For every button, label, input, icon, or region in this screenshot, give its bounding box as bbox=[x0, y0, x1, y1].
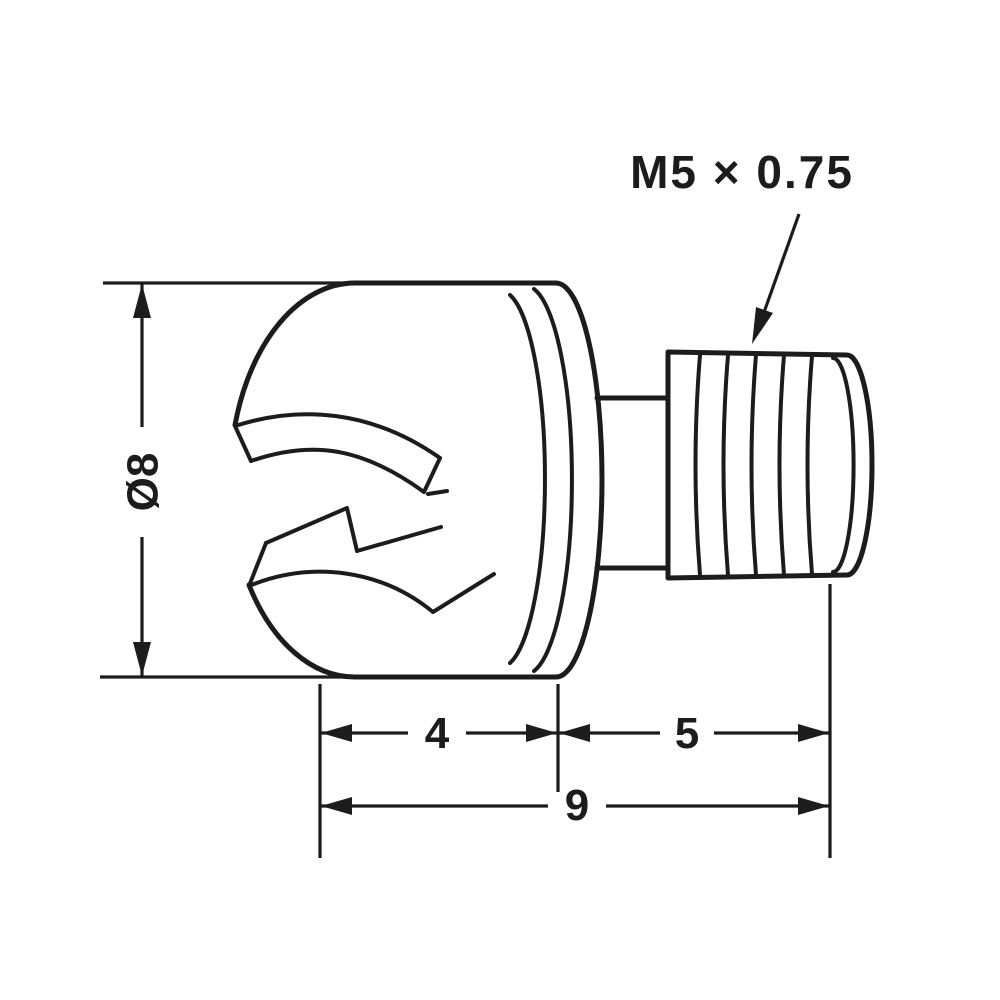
callout-leader-line bbox=[760, 213, 801, 319]
head-face-rim-top-arc bbox=[232, 280, 358, 428]
callout-arrowhead bbox=[752, 307, 773, 344]
overall-length-label: 9 bbox=[565, 781, 589, 830]
thread-crest-line bbox=[805, 354, 814, 576]
head-length-label: 4 bbox=[425, 709, 450, 758]
thread-spec-label: M5 × 0.75 bbox=[630, 146, 854, 198]
head-length-arrowhead-right bbox=[526, 724, 557, 742]
slot-far-wall bbox=[249, 447, 426, 494]
screwdriver-slot bbox=[233, 412, 496, 614]
screw-body bbox=[232, 280, 875, 680]
thread-length-arrowhead-right bbox=[798, 724, 829, 742]
slot-left-wall-upper bbox=[233, 424, 253, 463]
overall-length-arrowhead-left bbox=[321, 797, 352, 815]
thread-length-arrowhead-left bbox=[559, 724, 590, 742]
slot-floor-step bbox=[264, 506, 443, 553]
diameter-arrowhead-bottom bbox=[133, 642, 151, 676]
extension-lines bbox=[318, 584, 832, 858]
slot-wall-connector bbox=[422, 456, 442, 494]
diameter-label: Ø8 bbox=[119, 453, 168, 512]
overall-length-arrowhead-right bbox=[798, 797, 829, 815]
thread-end-inner-arc bbox=[831, 356, 856, 574]
head-end-inner-arc-2 bbox=[508, 293, 547, 665]
slot-left-wall-lower bbox=[247, 541, 268, 588]
head-end-inner-arc-1 bbox=[532, 287, 574, 673]
screw-neck bbox=[594, 395, 671, 571]
dimension-diameter: Ø8 bbox=[100, 281, 352, 679]
slot-top-lip bbox=[233, 412, 442, 460]
slot-bottom-lip bbox=[247, 569, 496, 614]
thread-crest-line bbox=[693, 353, 702, 577]
thread-section bbox=[665, 349, 875, 581]
thread-callout: M5 × 0.75 bbox=[630, 146, 854, 344]
thread-length-label: 5 bbox=[675, 709, 699, 758]
thread-crest-line bbox=[721, 353, 730, 577]
dimension-head-length: 4 bbox=[321, 709, 557, 758]
head-length-arrowhead-left bbox=[321, 724, 352, 742]
head-outline bbox=[352, 280, 605, 680]
thread-crest-line bbox=[749, 353, 758, 577]
diameter-arrowhead-top bbox=[133, 284, 151, 318]
dimension-thread-length: 5 bbox=[559, 709, 829, 758]
thread-outline bbox=[665, 349, 875, 581]
slot-center-tick bbox=[426, 489, 449, 496]
head-face-rim-bottom-arc bbox=[246, 582, 358, 680]
thread-crest-line bbox=[777, 353, 786, 577]
dimension-overall-length: 9 bbox=[321, 781, 829, 830]
